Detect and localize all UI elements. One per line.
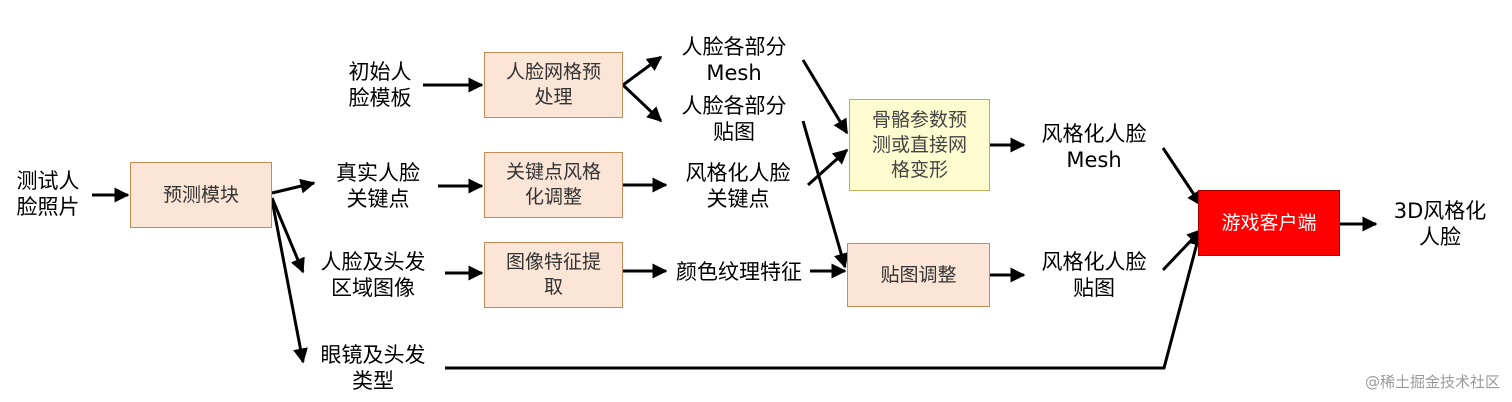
node-color-texture: 颜色纹理特征 [676, 260, 802, 284]
box-keypoint-style-label: 关键点风格 化调整 [505, 161, 601, 208]
arrow-styled-kp-to-bone [806, 148, 849, 187]
box-game-client-label: 游戏客户端 [1221, 211, 1317, 234]
arrow-mesh-pre-to-part-texture [621, 83, 663, 123]
box-image-feature-label: 图像特征提 取 [505, 251, 601, 298]
node-part-mesh: 人脸各部分 Mesh [681, 35, 787, 85]
node-test-photo: 测试人 脸照片 [16, 169, 80, 219]
box-mesh-preprocess-label: 人脸网格预 处理 [505, 61, 601, 108]
arrow-predict-to-glasses [270, 199, 308, 364]
box-texture-adjust-label: 贴图调整 [880, 263, 957, 286]
node-result: 3D风格化 人脸 [1393, 199, 1487, 249]
node-styled-mesh: 风格化人脸 Mesh [1041, 122, 1147, 172]
node-part-texture: 人脸各部分 贴图 [681, 94, 787, 144]
arrow-styled-mesh-to-game [1161, 147, 1203, 207]
arrow-part-mesh-to-bone [801, 59, 849, 135]
box-bone-param: 骨骼参数预 测或直接网 格变形 [849, 99, 990, 191]
arrow-predict-to-region [270, 197, 305, 274]
box-image-feature: 图像特征提 取 [484, 242, 623, 308]
node-styled-keypoints: 风格化人脸 关键点 [685, 161, 791, 211]
node-face-hair-region: 人脸及头发 区域图像 [320, 250, 426, 300]
box-keypoint-style: 关键点风格 化调整 [484, 152, 623, 218]
arrow-glasses-to-game [445, 230, 1204, 370]
box-predict-module-label: 预测模块 [162, 183, 239, 206]
arrow-predict-to-keypoints [271, 178, 316, 195]
node-real-keypoints: 真实人脸 关键点 [336, 161, 420, 211]
arrow-part-texture-to-adjust [801, 120, 849, 269]
node-styled-texture: 风格化人脸 贴图 [1041, 250, 1147, 300]
box-mesh-preprocess: 人脸网格预 处理 [484, 52, 623, 118]
box-game-client: 游戏客户端 [1198, 190, 1340, 256]
watermark: @稀土掘金技术社区 [1364, 373, 1500, 391]
node-glasses-hair-type: 眼镜及头发 类型 [320, 343, 426, 393]
box-predict-module: 预测模块 [130, 162, 272, 228]
node-init-template: 初始人 脸模板 [348, 60, 412, 110]
arrow-mesh-pre-to-part-mesh [622, 55, 663, 87]
box-bone-param-label: 骨骼参数预 测或直接网 格变形 [871, 108, 967, 181]
box-texture-adjust: 贴图调整 [847, 243, 990, 307]
